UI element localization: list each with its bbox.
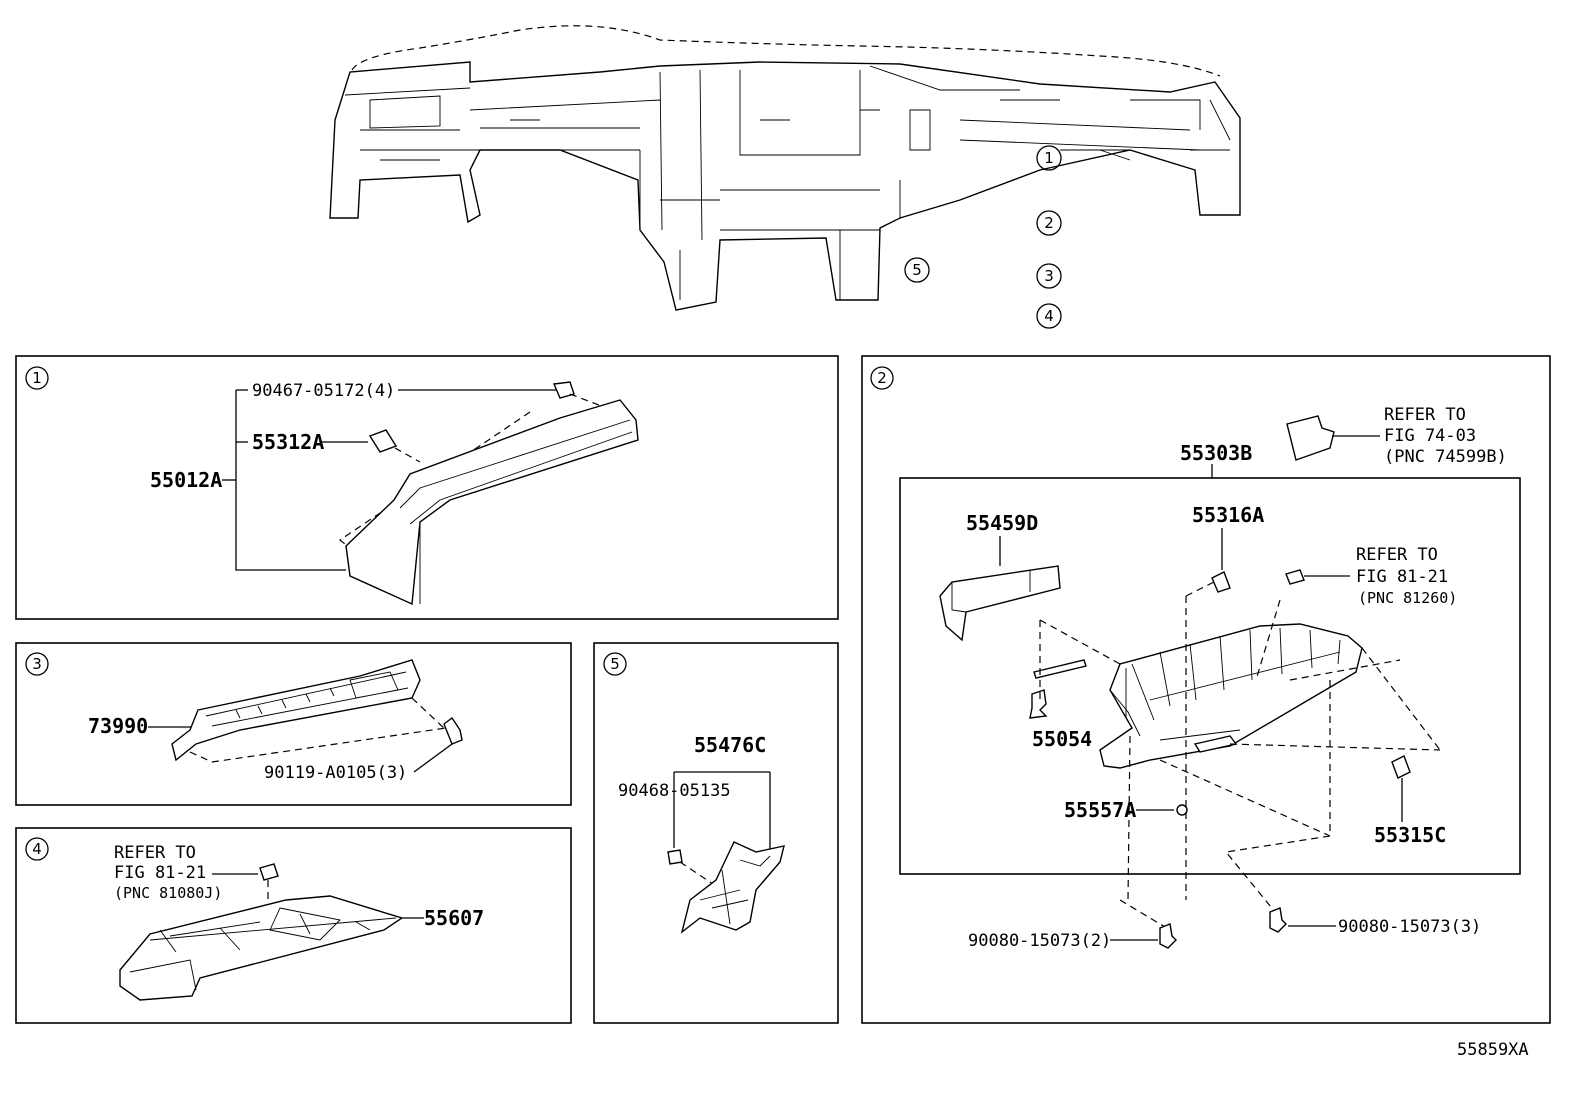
part-55054[interactable] (1033, 659, 1087, 679)
part-81080J-ref[interactable] (259, 863, 279, 881)
panel-2: 2 REFER TO FIG 74-03 (PNC 74599B) 55303B… (861, 355, 1551, 1024)
label-55316A[interactable]: 55316A (1192, 503, 1264, 527)
svg-text:2: 2 (877, 369, 887, 387)
part-55557A[interactable] (1176, 804, 1188, 816)
panel-3: 3 73990 90119-A0105(3) (15, 642, 572, 806)
screw-left[interactable] (1159, 923, 1177, 949)
overview-dashboard-frame (329, 25, 1241, 311)
clip-90467[interactable] (552, 381, 575, 399)
refer-top-line3[interactable]: (PNC 74599B) (1384, 447, 1507, 467)
refer-top-line1: REFER TO (1384, 405, 1466, 425)
part-glove-box[interactable] (1099, 623, 1363, 769)
label-55303B[interactable]: 55303B (1180, 441, 1252, 465)
label-55312A[interactable]: 55312A (252, 430, 324, 454)
label-screw-left[interactable]: 90080-15073(2) (968, 931, 1111, 951)
overview-callout-1[interactable]: 1 (1036, 145, 1062, 171)
label-55557A[interactable]: 55557A (1064, 798, 1136, 822)
svg-text:4: 4 (1044, 307, 1054, 325)
svg-text:2: 2 (1044, 214, 1054, 232)
label-55476C[interactable]: 55476C (694, 733, 766, 757)
part-55607[interactable] (119, 895, 404, 1001)
overview-callout-2[interactable]: 2 (1036, 210, 1062, 236)
part-74599B-ref[interactable] (1286, 415, 1335, 461)
overview-callout-5[interactable]: 5 (904, 257, 930, 283)
label-90119-A0105[interactable]: 90119-A0105(3) (264, 763, 407, 783)
refer-p4-line3[interactable]: (PNC 81080J) (114, 884, 222, 902)
part-55012A[interactable] (345, 399, 639, 606)
overview-callout-3[interactable]: 3 (1036, 263, 1062, 289)
svg-text:3: 3 (32, 655, 42, 673)
label-55054[interactable]: 55054 (1032, 727, 1092, 751)
diagram-code: 55859XA (1457, 1040, 1529, 1060)
label-73990[interactable]: 73990 (88, 714, 148, 738)
refer-mid-line1: REFER TO (1356, 545, 1438, 565)
panel-1: 1 90467-05172(4) 55312A 55012A (15, 355, 839, 620)
part-55315C[interactable] (1391, 755, 1411, 779)
svg-text:5: 5 (610, 655, 620, 673)
panel-5: 5 55476C 90468-05135 (593, 642, 839, 1024)
part-55459D[interactable] (939, 565, 1061, 642)
part-55476C[interactable] (680, 841, 785, 934)
svg-text:1: 1 (32, 369, 42, 387)
screw-90119[interactable] (443, 716, 463, 745)
refer-mid-line3[interactable]: (PNC 81260) (1358, 589, 1457, 607)
label-55315C[interactable]: 55315C (1374, 823, 1446, 847)
svg-text:5: 5 (912, 261, 922, 279)
label-55012A[interactable]: 55012A (150, 468, 222, 492)
refer-mid-line2: FIG 81-21 (1356, 567, 1448, 587)
part-55316A[interactable] (1211, 571, 1231, 593)
part-81260-ref[interactable] (1285, 569, 1305, 585)
label-screw-right[interactable]: 90080-15073(3) (1338, 917, 1481, 937)
label-90467-05172[interactable]: 90467-05172(4) (252, 381, 395, 401)
label-55459D[interactable]: 55459D (966, 511, 1038, 535)
label-55607[interactable]: 55607 (424, 906, 484, 930)
svg-text:1: 1 (1044, 149, 1054, 167)
overview-callout-4[interactable]: 4 (1036, 303, 1062, 329)
svg-text:3: 3 (1044, 267, 1054, 285)
refer-p4-line2: FIG 81-21 (114, 863, 206, 883)
svg-text:4: 4 (32, 840, 42, 858)
screw-right[interactable] (1269, 907, 1287, 933)
label-90468-05135[interactable]: 90468-05135 (618, 781, 731, 801)
refer-p4-line1: REFER TO (114, 843, 196, 863)
refer-top-line2: FIG 74-03 (1384, 426, 1476, 446)
retainer-55312A[interactable] (368, 429, 398, 453)
clip-90468[interactable] (667, 849, 683, 865)
panel-4: 4 REFER TO FIG 81-21 (PNC 81080J) 55607 (15, 827, 572, 1024)
